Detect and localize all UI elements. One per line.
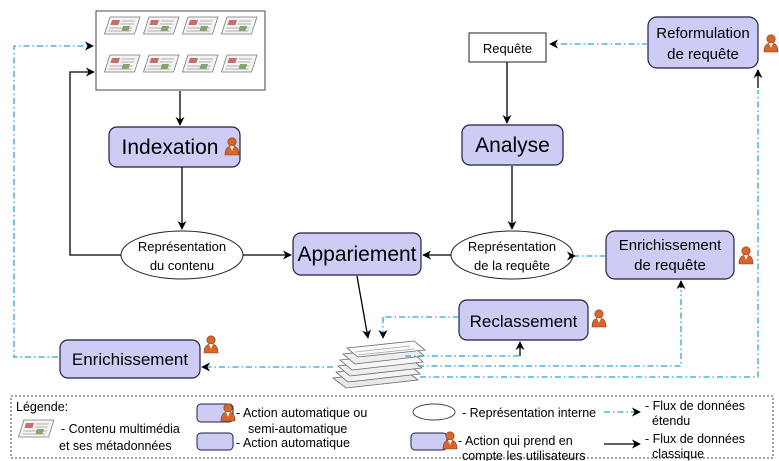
document-stack-icon	[331, 340, 426, 389]
document-stack-icon	[17, 419, 55, 438]
legend-action-auto: - Action automatique	[236, 436, 350, 450]
reformulation-label-2: de requête	[667, 46, 739, 63]
repr-requete-label-2: de la requête	[474, 258, 550, 273]
legend-flux-classique-1: - Flux de données	[645, 432, 745, 446]
enrich-requete-label-2: de requête	[634, 257, 706, 274]
appariement-label: Appariement	[297, 243, 416, 266]
legend-title: Légende:	[16, 400, 68, 414]
legend-action-auto-semi-2: semi-automatique	[248, 422, 347, 436]
appariement-node: Appariement	[292, 232, 422, 276]
representation-contenu-node: Représentation du contenu	[120, 230, 244, 280]
indexation-label: Indexation	[122, 136, 219, 159]
legend-action-users-2: compte les utilisateurs	[462, 449, 586, 461]
user-person-icon	[738, 246, 754, 265]
legend-flux-classique-2: classique	[652, 447, 704, 461]
repr-contenu-label-1: Représentation	[138, 239, 226, 254]
extended-flows	[13, 39, 759, 378]
legend-flux-etendu-2: étendu	[652, 414, 690, 428]
enrichissement-node: Enrichissement	[59, 335, 219, 379]
legend-repr-interne: - Représentation interne	[462, 406, 596, 420]
analyse-node: Analyse	[461, 124, 564, 166]
enrichissement-label: Enrichissement	[72, 350, 188, 369]
indexation-node: Indexation	[108, 126, 241, 168]
enrich-requete-label-1: Enrichissement	[619, 237, 722, 254]
classic-flows	[69, 62, 763, 356]
reformulation-label-1: Reformulation	[656, 25, 749, 42]
requete-label: Requête	[483, 41, 532, 56]
legend-contenu-2: et ses métadonnées	[59, 439, 172, 453]
user-person-icon	[591, 309, 607, 328]
enrichissement-requete-node: Enrichissement de requête	[605, 230, 754, 280]
representation-requete-node: Représentation de la requête	[450, 230, 574, 280]
repr-contenu-label-2: du contenu	[150, 258, 214, 273]
legend: Légende: - Contenu multimédia et ses mét…	[10, 395, 774, 461]
reclassement-label: Reclassement	[470, 312, 578, 331]
reformulation-node: Reformulation de requête	[647, 16, 779, 69]
result-documents-pile	[331, 340, 426, 389]
requete-node: Requête	[468, 32, 547, 63]
document-collection	[95, 10, 266, 91]
analyse-label: Analyse	[475, 134, 550, 157]
reclassement-node: Reclassement	[458, 299, 607, 341]
legend-contenu-1: - Contenu multimédia	[61, 422, 180, 436]
repr-requete-label-1: Représentation	[468, 239, 556, 254]
legend-flux-etendu-1: - Flux de données	[645, 399, 745, 413]
legend-action-users-1: - Action qui prend en	[458, 434, 573, 448]
user-person-icon	[203, 335, 219, 354]
legend-action-auto-semi-1: - Action automatique ou	[236, 406, 367, 420]
user-person-icon	[763, 34, 779, 53]
